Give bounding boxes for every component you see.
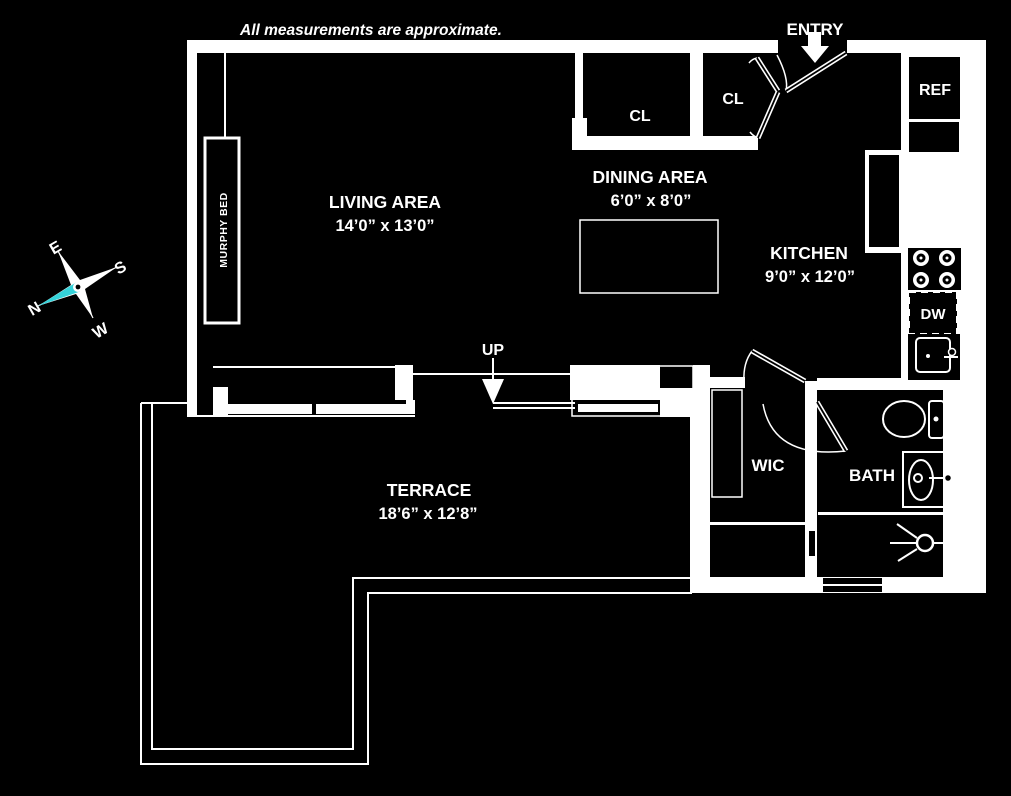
windows [228, 404, 943, 525]
kitchen-dims: 9’0” x 12’0” [765, 268, 855, 286]
window-wall [188, 365, 694, 417]
refrigerator-box [909, 57, 960, 119]
dining-area-dims: 6’0” x 8’0” [611, 192, 692, 210]
murphy-bed-outline [203, 136, 241, 325]
hall-door [743, 348, 807, 384]
bath-fixtures [882, 400, 953, 562]
toilet-icon [882, 400, 945, 439]
closet-entry-label: CL [722, 91, 744, 108]
dishwasher-label: DW [921, 306, 947, 323]
kitchen-appliances [908, 57, 961, 380]
disclaimer-text: All measurements are approximate. [239, 22, 502, 39]
kitchen-sink-icon [908, 334, 960, 380]
refrigerator-label: REF [919, 82, 951, 99]
shower-icon [890, 523, 944, 562]
counter-box [909, 122, 959, 152]
wall-cutouts [809, 155, 899, 592]
terrace-label: TERRACE [387, 480, 472, 500]
kitchen-label: KITCHEN [770, 243, 848, 263]
walls [187, 40, 986, 593]
closet-hall-label: CL [629, 108, 651, 125]
stove-burners-icon [913, 250, 955, 288]
entry-door [776, 50, 848, 94]
wic-bath-door [762, 400, 849, 453]
living-area-label: LIVING AREA [329, 192, 441, 212]
terrace-dims: 18’6” x 12’8” [378, 505, 477, 523]
up-label: UP [482, 342, 505, 359]
bath-sink-icon [902, 451, 953, 508]
compass-north-label: N [25, 299, 44, 320]
doors [743, 50, 849, 453]
entry-closet-doors [748, 56, 781, 139]
dining-area-label: DINING AREA [592, 167, 707, 187]
terrace-railing [140, 402, 692, 765]
murphy-bed-label: MURPHY BED [218, 192, 230, 267]
compass-east-label: E [47, 238, 65, 258]
compass-south-label: S [112, 258, 130, 278]
up-arrow-icon [482, 358, 504, 404]
compass-north-needle [38, 282, 81, 306]
entry-arrow-icon [801, 32, 829, 63]
wic-label: WIC [751, 456, 784, 475]
compass-rose-icon: E S N W [25, 238, 129, 342]
dishwasher-box [908, 291, 958, 335]
entry-label: ENTRY [787, 20, 845, 39]
wic-shelf [711, 389, 743, 498]
living-area-dims: 14’0” x 13’0” [335, 217, 434, 235]
dining-table [579, 219, 719, 294]
compass-west-label: W [90, 320, 112, 343]
bath-label: BATH [849, 466, 895, 485]
